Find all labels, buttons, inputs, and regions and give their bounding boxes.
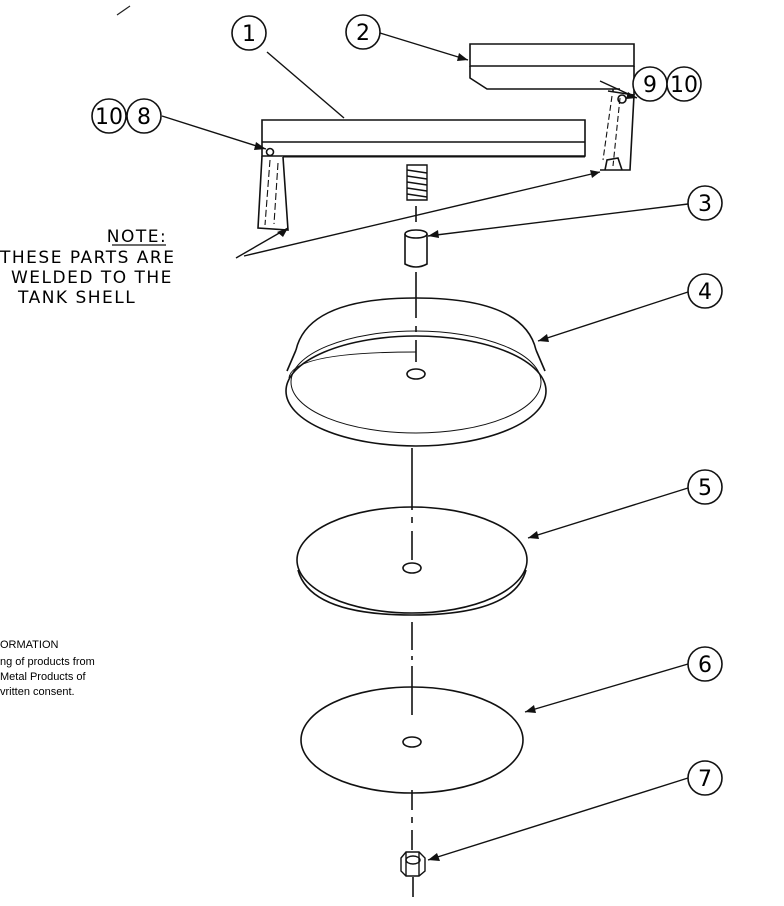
part-1-bar xyxy=(257,119,586,231)
part-2-bracket xyxy=(469,43,635,171)
callout-6: 6 xyxy=(687,646,723,682)
stray-mark xyxy=(116,5,131,16)
svg-text:2: 2 xyxy=(356,21,370,46)
note-line-2: WELDED TO THE xyxy=(11,268,173,288)
svg-text:3: 3 xyxy=(698,192,712,217)
part-3-spacer xyxy=(404,229,428,268)
proprietary-info: ORMATION ng of products from Metal Produ… xyxy=(0,639,95,698)
svg-text:10: 10 xyxy=(95,105,123,130)
svg-text:4: 4 xyxy=(698,280,712,305)
svg-text:8: 8 xyxy=(137,105,151,130)
svg-text:6: 6 xyxy=(698,653,712,678)
callout-1: 1 xyxy=(231,15,267,51)
note-line-1: THESE PARTS ARE xyxy=(0,248,175,268)
threaded-stud xyxy=(406,164,428,201)
callout-5: 5 xyxy=(687,469,723,505)
info-line-2: ng of products from xyxy=(0,656,95,668)
part-5-plate xyxy=(296,506,528,616)
part-4-plate xyxy=(285,297,547,447)
note-block: NOTE: THESE PARTS ARE WELDED TO THE TANK… xyxy=(0,227,175,308)
callout-4: 4 xyxy=(687,273,723,309)
callout-2: 2 xyxy=(345,14,381,50)
part-7-nut xyxy=(400,851,426,877)
info-line-4: vritten consent. xyxy=(0,686,75,698)
svg-text:5: 5 xyxy=(698,476,712,501)
part-6-gasket xyxy=(300,686,524,794)
arrowheads xyxy=(254,53,637,861)
info-line-3: Metal Products of xyxy=(0,671,87,683)
callout-10-right: 10 xyxy=(666,66,702,102)
callout-9: 9 xyxy=(632,66,668,102)
info-line-1: ORMATION xyxy=(0,639,59,651)
svg-text:10: 10 xyxy=(670,73,698,98)
note-title: NOTE: xyxy=(107,227,167,247)
note-line-3: TANK SHELL xyxy=(17,288,136,308)
callout-3: 3 xyxy=(687,185,723,221)
svg-text:7: 7 xyxy=(698,767,712,792)
callout-10-left: 10 xyxy=(91,98,127,134)
svg-text:9: 9 xyxy=(643,73,657,98)
callout-8: 8 xyxy=(126,98,162,134)
callout-7: 7 xyxy=(687,760,723,796)
svg-text:1: 1 xyxy=(242,22,256,47)
